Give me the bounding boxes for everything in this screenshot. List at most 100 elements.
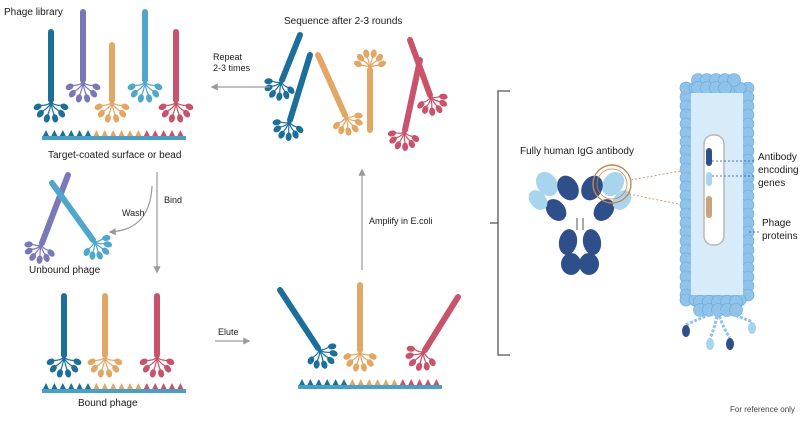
bound-phage-blue <box>46 296 83 378</box>
phage-tip <box>24 241 33 248</box>
surface-target <box>144 130 150 136</box>
phage-tip <box>415 362 423 372</box>
bind-label: Bind <box>164 195 182 205</box>
phage-tip <box>168 114 176 124</box>
bound-phage-label: Bound phage <box>78 398 138 410</box>
wash-label: Wash <box>122 208 145 218</box>
library-surface <box>42 130 186 140</box>
tail-fibre-tip <box>748 322 756 334</box>
bound-phage-orange <box>87 296 124 378</box>
phage-tip <box>102 234 111 241</box>
amplified-phage-orange-1 <box>318 55 364 136</box>
sequence-after-label: Sequence after 2-3 rounds <box>284 16 402 28</box>
phage-tip <box>387 129 397 137</box>
phage-tip <box>423 362 430 371</box>
antibody-gene-heavy <box>706 148 712 166</box>
surface-target <box>307 379 313 385</box>
capsid-protein <box>719 82 732 95</box>
surface-target <box>169 130 175 136</box>
tail-fibre-tip <box>726 338 734 350</box>
surface-target <box>152 130 158 136</box>
target-surface-label: Target-coated surface or bead <box>48 150 181 162</box>
phage-tip <box>149 369 157 379</box>
bound-surface <box>42 383 186 393</box>
phage-gene-segment <box>706 196 712 218</box>
surface-target <box>127 130 133 136</box>
surface-target <box>102 383 108 389</box>
phage-tip <box>402 143 408 151</box>
igg-antibody-label: Fully human IgG antibody <box>520 146 634 158</box>
phage-tip <box>104 114 112 124</box>
surface-target <box>169 383 175 389</box>
surface-target <box>135 130 141 136</box>
repeat-label: Repeat <box>213 52 242 62</box>
surface-target <box>383 379 389 385</box>
bracket <box>490 91 510 355</box>
phage-body <box>282 35 300 80</box>
phage-tip <box>145 94 153 104</box>
phage-tip <box>176 114 184 124</box>
surface-target <box>51 383 57 389</box>
unbound-phage-cyan <box>52 183 113 261</box>
surface-target <box>316 379 322 385</box>
antibody-genes-label-3: genes <box>758 178 785 190</box>
phage-tip <box>276 92 283 101</box>
antibody-fc-left-bottom <box>561 253 581 275</box>
phage-tip <box>64 369 72 379</box>
surface-target <box>93 130 99 136</box>
phage-tip <box>97 369 105 379</box>
phage-tip <box>36 255 43 264</box>
surface-target <box>177 130 183 136</box>
surface-target <box>135 383 141 389</box>
surface-target <box>417 379 423 385</box>
surface-target <box>60 130 66 136</box>
phage-tip <box>362 49 370 59</box>
phage-tip <box>83 94 91 104</box>
surface-bar <box>42 136 186 140</box>
surface-target <box>400 379 406 385</box>
surface-target <box>60 383 66 389</box>
phage-tip <box>285 132 292 141</box>
library-phage-red <box>158 32 195 123</box>
surface-target <box>152 383 158 389</box>
surface-target <box>85 383 91 389</box>
phage-tip <box>439 93 448 100</box>
phage-tip <box>352 363 360 373</box>
phage-tip <box>137 94 145 104</box>
surface-target <box>119 383 125 389</box>
surface-target <box>119 130 125 136</box>
surface-target <box>341 379 347 385</box>
amplify-label: Amplify in E.coli <box>369 216 433 226</box>
phage-tip <box>43 114 51 124</box>
phage-tip <box>313 360 320 369</box>
surface-target <box>324 379 330 385</box>
surface-target <box>375 379 381 385</box>
surface-target <box>349 379 355 385</box>
surface-target <box>144 383 150 389</box>
phage-tip <box>112 114 120 124</box>
unbound-phage-purple <box>24 175 68 264</box>
surface-target <box>333 379 339 385</box>
unbound-phage-label: Unbound phage <box>29 265 100 277</box>
antibody-fc-right-top <box>581 228 603 257</box>
phage-tip <box>51 114 59 124</box>
surface-target <box>102 130 108 136</box>
surface-target <box>68 383 74 389</box>
phage-body <box>290 55 310 120</box>
surface-bar <box>42 389 186 393</box>
surface-target <box>177 383 183 389</box>
phage-tip <box>264 78 273 85</box>
elution-surface <box>298 379 442 389</box>
phage-tip <box>75 94 83 104</box>
surface-target <box>43 383 49 389</box>
surface-target <box>366 379 372 385</box>
phage-library-label: Phage library <box>4 7 63 19</box>
amplified-phage-blue-2 <box>263 35 300 101</box>
phage-proteins-label-1: Phage <box>762 218 791 230</box>
tail-fibre-tip <box>706 338 714 350</box>
phage-tip <box>157 369 165 379</box>
elute-label: Elute <box>218 327 239 337</box>
phage-tip <box>429 107 436 116</box>
surface-bar <box>298 385 442 389</box>
phage-tip <box>89 251 95 260</box>
